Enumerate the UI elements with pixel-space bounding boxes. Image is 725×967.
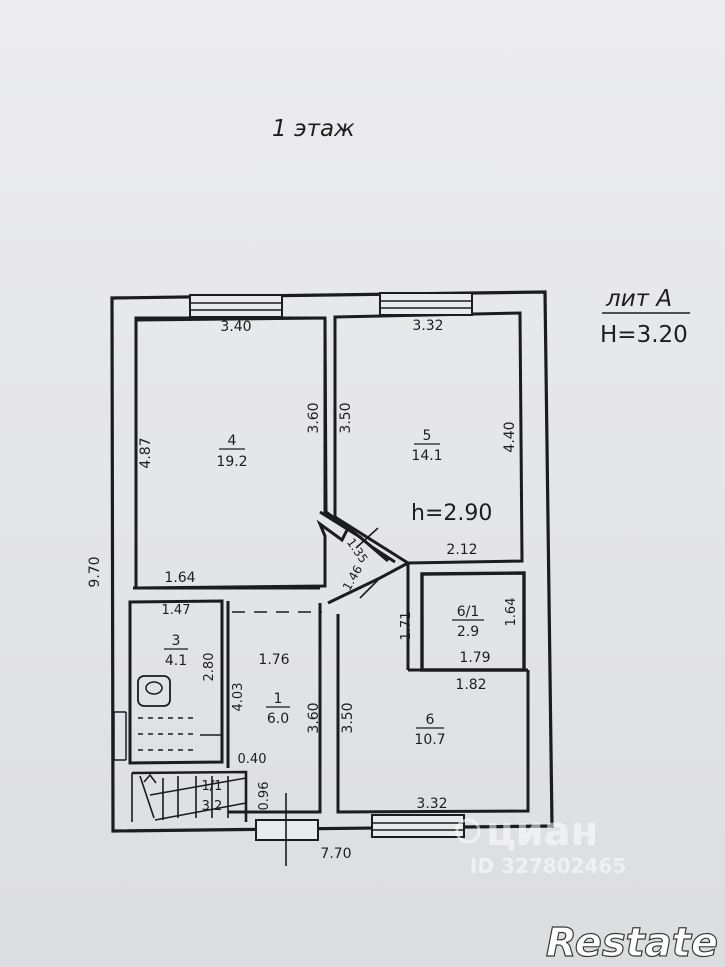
cian-watermark: циан ID 327802465 <box>455 809 626 878</box>
room-3-outline <box>128 599 224 765</box>
room-3-area: 4.1 <box>165 653 187 669</box>
dim-room5-right: 4.40 <box>502 421 518 452</box>
room-3-number: 3 <box>172 633 181 649</box>
dim-landing: 0.40 <box>238 752 267 767</box>
room-5-outline <box>333 311 524 565</box>
dim-room5-bottom: 2.12 <box>446 542 477 558</box>
room-1-area: 6.0 <box>267 711 289 727</box>
lit-name: лит А <box>605 286 672 312</box>
room-6-number: 6 <box>426 712 435 728</box>
entrance-door <box>255 793 319 866</box>
window-room-6 <box>371 814 465 838</box>
dim-room4-left: 4.87 <box>138 437 154 468</box>
corridor-diagonal <box>319 510 409 605</box>
dim-room3-top: 1.47 <box>162 603 191 618</box>
dim-room6-left: 3.50 <box>340 702 356 733</box>
room-1-number: 1 <box>274 691 283 707</box>
radiator-icon <box>113 711 196 761</box>
restate-logo: Restate <box>546 920 718 966</box>
room-6-1-number: 6/1 <box>457 604 480 620</box>
dim-overall-height: 9.70 <box>87 556 103 587</box>
dim-room1-left: 4.03 <box>231 683 246 712</box>
dim-stair-depth: 0.96 <box>257 782 272 811</box>
dim-room1-top: 1.76 <box>258 652 289 668</box>
dim-room4-top: 3.40 <box>220 319 251 335</box>
dim-room4-right: 3.60 <box>306 402 322 433</box>
staircase <box>131 770 248 822</box>
stair-area: 3.2 <box>202 799 223 814</box>
room-4-number: 4 <box>228 433 237 449</box>
dim-room1-right: 3.60 <box>306 702 322 733</box>
dim-room6-bottom: 3.32 <box>416 796 447 812</box>
dim-room5-top: 3.32 <box>412 318 443 334</box>
room-4-area: 19.2 <box>216 454 247 470</box>
window-room-5 <box>379 292 473 316</box>
watermark-id: ID 327802465 <box>470 854 626 878</box>
room-5-number: 5 <box>423 428 432 444</box>
room-6-area: 10.7 <box>414 732 445 748</box>
dim-room61-bottom: 1.79 <box>459 650 490 666</box>
dim-overall-width: 7.70 <box>320 846 351 862</box>
toilet-icon <box>137 675 171 707</box>
dim-diagonal-upper: 1.35 <box>344 536 371 566</box>
floor-title: 1 этаж <box>272 116 355 142</box>
room-4-outline <box>133 316 349 590</box>
stair-number: 1/1 <box>202 779 223 794</box>
dim-room61-right: 1.64 <box>504 598 519 627</box>
dim-room6-top: 1.82 <box>455 677 486 693</box>
door-mark-lower <box>359 579 379 599</box>
dim-room61-left: 1.71 <box>399 612 414 641</box>
room-5-area: 14.1 <box>411 448 442 464</box>
dim-room4-bottom: 1.64 <box>164 570 195 586</box>
window-room-4 <box>189 294 283 318</box>
door-mark-upper <box>355 527 379 549</box>
ceiling-note: h=2.90 <box>411 501 492 526</box>
watermark-brand: циан <box>486 809 598 855</box>
room-6-outline <box>336 563 530 814</box>
room-6-1-area: 2.9 <box>457 624 479 640</box>
lit-height: Н=3.20 <box>600 322 688 348</box>
room-1-outline <box>226 601 322 814</box>
dim-room3-right: 2.80 <box>202 653 217 682</box>
dim-room5-left: 3.50 <box>338 402 354 433</box>
